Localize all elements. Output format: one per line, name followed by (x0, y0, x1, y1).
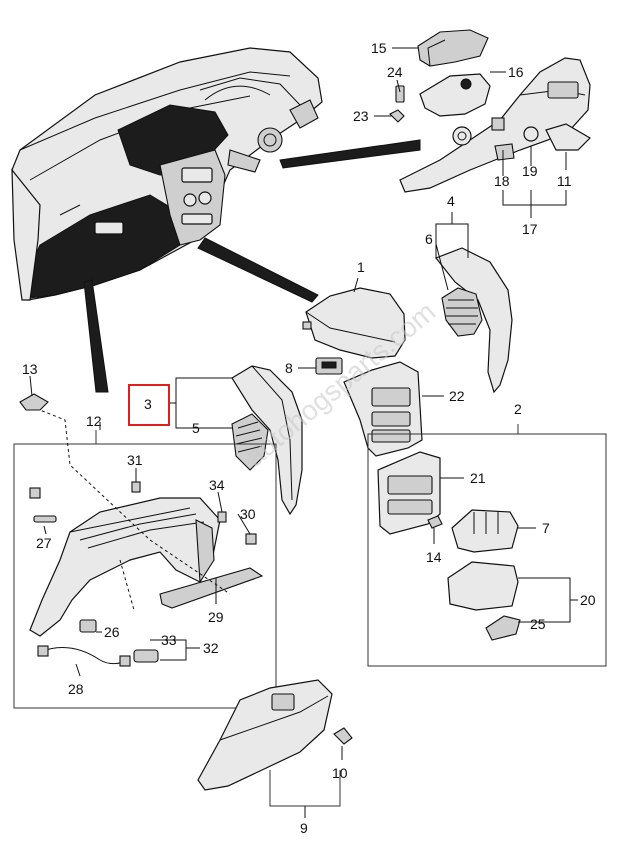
callout-32[interactable]: 32 (203, 640, 219, 656)
callout-21[interactable]: 21 (470, 470, 486, 486)
dashboard-illustration (11, 47, 421, 393)
center-parts (231, 247, 513, 516)
callout-29[interactable]: 29 (208, 609, 224, 625)
callout-12[interactable]: 12 (86, 413, 102, 429)
callout-20[interactable]: 20 (580, 592, 596, 608)
callout-26[interactable]: 26 (104, 624, 120, 640)
callout-5[interactable]: 5 (192, 420, 200, 436)
callout-14[interactable]: 14 (426, 549, 442, 565)
leader-lines (29, 47, 578, 760)
callout-17[interactable]: 17 (522, 221, 538, 237)
column-cover-group (389, 29, 591, 193)
callout-25[interactable]: 25 (530, 616, 546, 632)
callout-9[interactable]: 9 (300, 820, 308, 836)
callout-28[interactable]: 28 (68, 681, 84, 697)
callout-22[interactable]: 22 (449, 388, 465, 404)
callout-2[interactable]: 2 (514, 401, 522, 417)
callout-10[interactable]: 10 (332, 765, 348, 781)
callout-19[interactable]: 19 (522, 163, 538, 179)
callout-23[interactable]: 23 (353, 108, 369, 124)
callout-33[interactable]: 33 (161, 632, 177, 648)
callout-3[interactable]: 3 (144, 396, 152, 412)
callout-7[interactable]: 7 (542, 520, 550, 536)
callout-24[interactable]: 24 (387, 64, 403, 80)
callout-6[interactable]: 6 (425, 231, 433, 247)
callout-4[interactable]: 4 (447, 193, 455, 209)
callout-16[interactable]: 16 (508, 64, 524, 80)
callout-27[interactable]: 27 (36, 535, 52, 551)
callout-11[interactable]: 11 (557, 173, 572, 189)
callout-30[interactable]: 30 (240, 506, 256, 522)
callout-18[interactable]: 18 (494, 173, 510, 189)
highlight-box-callout-3 (128, 384, 170, 426)
callout-1[interactable]: 1 (357, 259, 365, 275)
box-2-assembly (367, 424, 607, 667)
glove-box-9 (197, 679, 353, 818)
callout-13[interactable]: 13 (22, 361, 38, 377)
callout-31[interactable]: 31 (127, 452, 143, 468)
callout-8[interactable]: 8 (285, 360, 293, 376)
callout-labels: 15 24 16 23 18 19 11 17 4 6 1 8 22 3 5 2… (22, 40, 596, 836)
callout-34[interactable]: 34 (209, 477, 225, 493)
callout-15[interactable]: 15 (371, 40, 387, 56)
